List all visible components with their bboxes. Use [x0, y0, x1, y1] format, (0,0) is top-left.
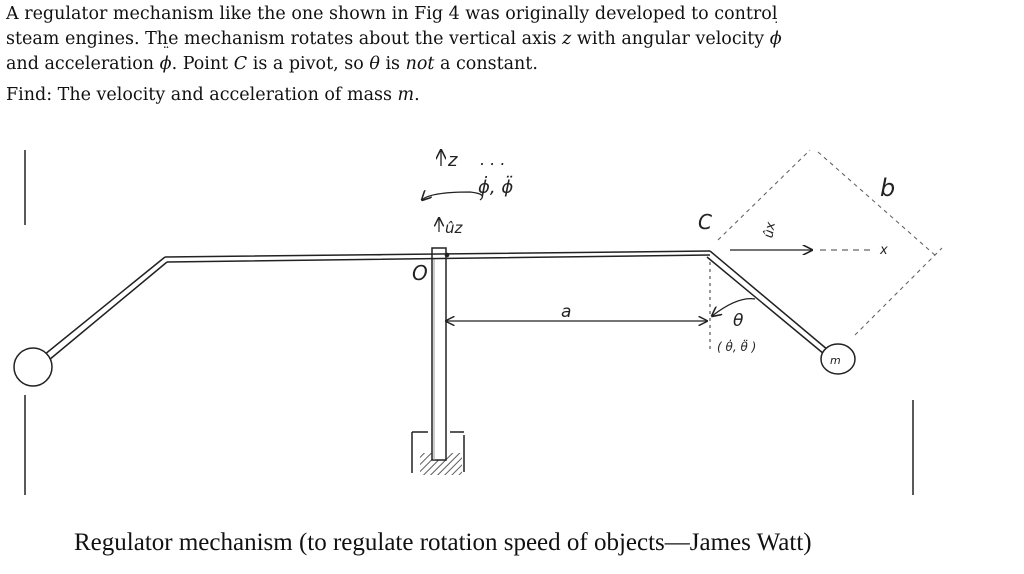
label-c: C: [698, 210, 712, 234]
left-ball: [13, 347, 53, 387]
vertical-shaft: [431, 247, 447, 461]
cross-arm: [164, 250, 711, 263]
ground-bracket: [411, 431, 465, 473]
figure-caption: Regulator mechanism (to regulate rotatio…: [74, 529, 812, 556]
b-extension-bottom: [854, 247, 943, 336]
label-ux: ûx: [761, 221, 779, 240]
label-x: x: [879, 243, 888, 258]
ground-hatch: [420, 453, 462, 475]
label-uz: ûz: [445, 219, 464, 237]
label-theta-rates: ( θ̇, θ̈ ): [717, 339, 756, 354]
z-axis-dots: . . .: [480, 150, 505, 169]
label-z: z: [447, 150, 458, 171]
right-arm: [706, 250, 829, 355]
label-phi-rates: ϕ̇, ϕ̈: [478, 175, 513, 198]
theta-arc: [712, 297, 756, 316]
label-theta: θ: [733, 311, 744, 331]
mass-m-label: m: [830, 354, 841, 367]
problem-line-3: and acceleration ¨ϕ. Point C is a pivot,…: [6, 45, 538, 74]
label-a: a: [561, 302, 571, 322]
problem-statement: A regulator mechanism like the one shown…: [6, 2, 1006, 108]
mass-m-ball: [820, 343, 856, 375]
rotation-arrow: [422, 192, 484, 200]
label-b: b: [880, 174, 895, 202]
b-extension-top: [717, 149, 811, 241]
left-arm: [43, 256, 168, 361]
regulator-figure: m a θ ( θ̇, θ̈ ) x ûx b C O z . . . ϕ̇, …: [13, 130, 943, 495]
problem-line-1: A regulator mechanism like the one shown…: [6, 4, 778, 24]
find-line: Find: The velocity and acceleration of m…: [6, 85, 420, 105]
label-o: O: [412, 261, 428, 285]
b-dimension-line: [817, 151, 937, 257]
problem-line-2: steam engines. The mechanism rotates abo…: [6, 20, 782, 49]
